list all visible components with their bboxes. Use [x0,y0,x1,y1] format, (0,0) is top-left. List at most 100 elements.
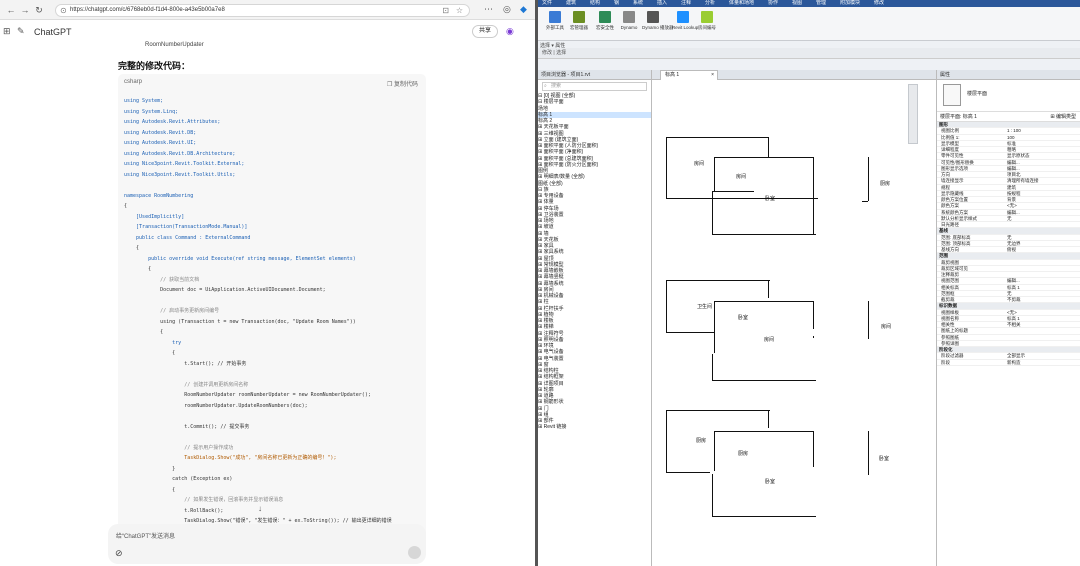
ribbon-tab[interactable]: 系统 [633,0,644,6]
reader-icon[interactable]: ⊡ [442,6,449,15]
browser-tree-item[interactable]: ⊞ 轮廓 [538,386,554,393]
property-row[interactable]: 基线方向俯视 [937,247,1080,254]
room-tag[interactable]: 房间 [881,324,892,330]
property-value[interactable]: 无边界 [1007,240,1021,246]
browser-tree-item[interactable]: ⊞ 幕墙竖梃 [538,274,564,281]
browser-tree-item[interactable]: ⊞ 注释符号 [538,330,564,337]
ribbon-tab[interactable]: 管理 [816,0,827,6]
avatar[interactable]: ◉ [506,26,514,36]
message-input[interactable]: 给“ChatGPT”发送消息 [116,534,176,540]
room-tag[interactable]: 房间 [736,174,747,180]
property-value[interactable]: 全部显示 [1007,353,1025,359]
browser-tree-item[interactable]: ⊞ 体量 [538,199,554,206]
property-row[interactable]: 图形显示选项编辑... [937,166,1080,172]
property-value[interactable]: 新构造 [1007,359,1021,365]
property-row[interactable]: 比例值 1:100 [937,135,1080,141]
copy-code-button[interactable]: ❐ 复制代码 [386,82,418,88]
property-row[interactable]: 视图样板<无> [937,310,1080,316]
browser-tree-item[interactable]: ⊞ 照明设备 [538,336,564,343]
room-tag[interactable]: 房间 [764,337,775,343]
property-row[interactable]: 可见性/图形替换编辑... [937,160,1080,166]
room-tag[interactable]: 卧室 [765,196,776,202]
browser-tree-item[interactable]: ⊟ 族 [538,186,549,193]
property-value[interactable]: 不剪裁 [1007,297,1021,302]
browser-tree-item[interactable]: ⊞ 部件 [538,418,554,424]
ribbon-tab[interactable]: 钢 [614,0,620,6]
property-value[interactable]: 标高 1 [1007,315,1020,321]
property-value[interactable]: 无 [1007,234,1012,240]
share-button[interactable]: 共享 [472,25,498,38]
property-value[interactable]: 无 [1007,290,1012,296]
ribbon-tab[interactable]: 插入 [657,0,668,6]
property-row[interactable]: 规程建筑 [937,185,1080,191]
drawing-canvas[interactable]: 房间房间卧室厨房卫生间卧室房间房间厨房厨房卧室卧室 [652,80,936,566]
property-row[interactable]: 图纸上的标题 [937,328,1080,335]
property-row[interactable]: 范围: 顶部标高无边界 [937,241,1080,247]
property-row[interactable]: 详细程度粗略 [937,147,1080,154]
property-row[interactable]: 裁剪区域可见 [937,266,1080,272]
property-value[interactable]: 粗略 [1007,147,1016,152]
browser-tree-item[interactable]: ⊞ 明细表/数量 (全部) [538,174,585,181]
property-value[interactable]: 1 : 100 [1007,128,1021,134]
property-value[interactable]: <无> [1007,309,1017,315]
browser-tree-item[interactable]: ⊞ 常规模型 [538,261,564,268]
browser-tree-item[interactable]: ⊞ 门 [538,405,549,412]
property-value[interactable]: 不相关 [1007,322,1021,327]
browser-tree-item[interactable]: ⊞ 天花板 [538,236,559,243]
property-value[interactable]: 按规程 [1007,190,1021,196]
property-row[interactable]: 视图名称标高 1 [937,316,1080,322]
browser-search-input[interactable]: ⌕ 搜索 [542,82,647,91]
property-value[interactable]: 俯视 [1007,247,1016,252]
ribbon-tab[interactable]: 文件 [542,0,553,6]
ribbon-tab[interactable]: 分析 [705,0,716,6]
property-row[interactable]: 参照图纸 [937,335,1080,341]
browser-tree-item[interactable]: ⊞ 窗 [538,361,549,368]
property-row[interactable]: 注释裁剪 [937,272,1080,279]
new-chat-icon[interactable]: ✎ [17,26,25,36]
property-value[interactable]: 清理所有墙连接 [1007,178,1039,184]
browser-tree-item[interactable]: ⊞ 钢筋形状 [538,399,564,406]
property-value[interactable]: 编辑... [1007,209,1020,215]
scroll-down-icon[interactable]: ↓ [258,504,262,513]
ribbon-button[interactable]: 房间编号 [696,11,718,39]
browser-tree-item[interactable]: ⊞ 道路 [538,393,554,399]
browser-tree-item[interactable]: ⊞ 三维视图 [538,130,564,137]
browser-tree-item[interactable]: ⊞ 栏杆扶手 [538,305,564,312]
browser-tree-item[interactable]: ⊞ 组 [538,411,549,418]
browser-tree-item[interactable]: ⊞ 坡道 [538,224,554,231]
property-value[interactable]: 标准 [1007,140,1016,146]
browser-tree-item[interactable]: ⊞ 结构框架 [538,374,564,381]
browser-tree-item[interactable]: ⊞ 机械设备 [538,293,564,299]
property-row[interactable]: 颜色方案位置背景 [937,197,1080,204]
browser-tree-item[interactable]: ⊞ 家具 [538,243,554,249]
browser-tree-item[interactable]: ⊞ 电气装置 [538,355,564,362]
property-row[interactable]: 日光路径 [937,222,1080,229]
edit-type-button[interactable]: ⊞ 编辑类型 [1050,114,1076,120]
browser-tree-item[interactable]: ⊞ 卫浴装置 [538,211,564,218]
browser-tree-item[interactable]: ⊞ 屋顶 [538,255,554,262]
browser-tree-item[interactable]: ⊞ 专用设备 [538,193,564,199]
ribbon-button[interactable]: 外部工具 [544,11,566,39]
ribbon-tab[interactable]: 体量和场地 [729,0,755,6]
property-value[interactable]: 建筑 [1007,184,1016,190]
property-value[interactable]: 编辑... [1007,165,1020,171]
property-row[interactable]: 颜色方案<无> [937,203,1080,210]
property-row[interactable]: 系统颜色方案编辑... [937,210,1080,216]
browser-tree-item[interactable]: 标高 1 [538,111,651,118]
property-row[interactable]: 默认分析显示样式无 [937,216,1080,222]
model-selector[interactable]: ChatGPT [34,27,72,37]
close-icon[interactable]: × [711,72,714,78]
property-row[interactable]: 方向项目北 [937,172,1080,179]
send-button[interactable] [408,546,421,559]
ribbon-tab[interactable]: 视图 [792,0,803,6]
ribbon-button[interactable]: 宏管理器 [568,11,590,39]
property-value[interactable]: 背景 [1007,197,1016,202]
browser-tree-item[interactable]: ⊞ 柱 [538,299,549,306]
property-value[interactable]: 编辑... [1007,159,1020,165]
property-row[interactable]: 相关标高标高 1 [937,285,1080,291]
property-value[interactable]: 编辑... [1007,278,1020,284]
ribbon-button[interactable]: 宏安全性 [594,11,616,39]
browser-tree-item[interactable]: 图纸 (全部) [538,180,563,187]
room-tag[interactable]: 卧室 [765,479,776,485]
